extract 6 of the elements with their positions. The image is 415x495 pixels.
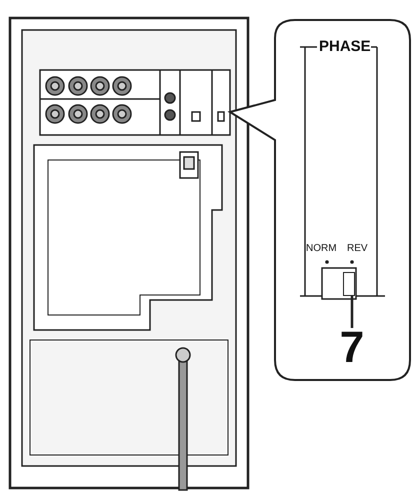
switch-slider: [343, 272, 355, 296]
callout-number: 7: [333, 325, 371, 371]
switch-position-label: NORM: [306, 244, 337, 254]
leader-line: [350, 296, 354, 328]
section-label: PHASE: [319, 39, 371, 54]
switch-position-label: REV: [347, 244, 368, 254]
